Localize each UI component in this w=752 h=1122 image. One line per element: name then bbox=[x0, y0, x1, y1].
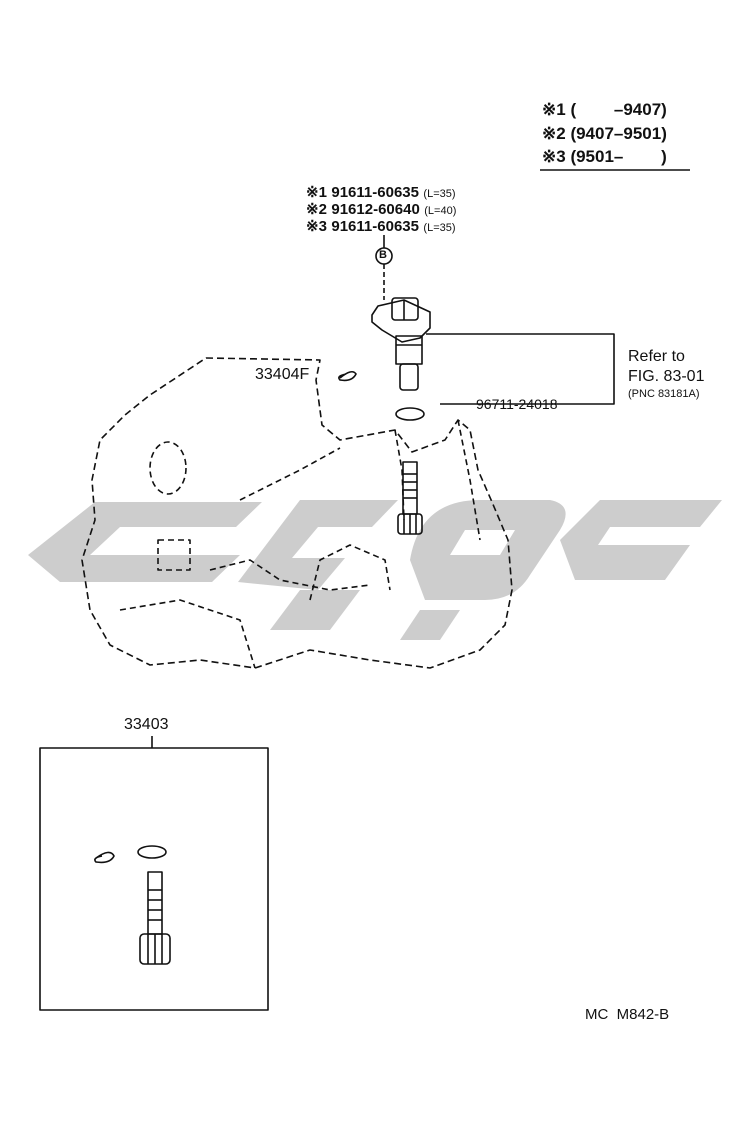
o-ring-drawing bbox=[395, 407, 425, 421]
sensor-part-row-1: ※1 91611-60635 (L=35) bbox=[306, 183, 456, 202]
refer-line-1: Refer to bbox=[628, 348, 685, 365]
kit-gear-drawing bbox=[139, 871, 171, 965]
legend-mark-1: ※1 bbox=[542, 100, 566, 119]
b-marker-label: B bbox=[379, 249, 387, 261]
driven-gear-drawing bbox=[397, 461, 423, 535]
legend-mark-2: ※2 bbox=[542, 124, 566, 143]
kit-part-number: 33403 bbox=[124, 716, 169, 733]
kit-box bbox=[39, 747, 269, 1011]
sensor-length-1: (L=35) bbox=[423, 188, 456, 200]
sensor-length-3: (L=35) bbox=[423, 222, 456, 234]
sensor-length-2: (L=40) bbox=[424, 205, 457, 217]
sensor-mark-3: ※3 bbox=[306, 218, 327, 235]
sensor-number-1: 91611-60635 bbox=[331, 184, 419, 201]
clip-part-number: 33404F bbox=[255, 366, 310, 383]
legend-row-2: ※2 (9407–9501) bbox=[542, 124, 667, 144]
sensor-mark-1: ※1 bbox=[306, 184, 327, 201]
legend-range-2: (9407–9501) bbox=[570, 124, 667, 143]
sensor-mark-2: ※2 bbox=[306, 201, 327, 218]
sensor-number-3: 91611-60635 bbox=[331, 218, 419, 235]
clip-drawing bbox=[338, 370, 357, 382]
sensor-part-row-2: ※2 91612-60640 (L=40) bbox=[306, 200, 456, 219]
oring-part-number: 96711-24018 bbox=[476, 396, 558, 412]
refer-line-3: (PNC 83181A) bbox=[628, 388, 700, 400]
speed-sensor-drawing bbox=[371, 297, 431, 391]
sensor-part-row-3: ※3 91611-60635 (L=35) bbox=[306, 217, 456, 236]
legend-mark-3: ※3 bbox=[542, 147, 566, 166]
refer-line-2: FIG. 83-01 bbox=[628, 368, 705, 385]
figure-code: MC M842-B bbox=[585, 1006, 670, 1023]
legend-row-3: ※3 (9501– ) bbox=[542, 147, 667, 167]
legend-range-1: ( –9407) bbox=[570, 100, 667, 119]
legend-range-3: (9501– ) bbox=[570, 147, 667, 166]
legend-row-1: ※1 ( –9407) bbox=[542, 100, 667, 120]
sensor-number-2: 91612-60640 bbox=[331, 201, 420, 218]
